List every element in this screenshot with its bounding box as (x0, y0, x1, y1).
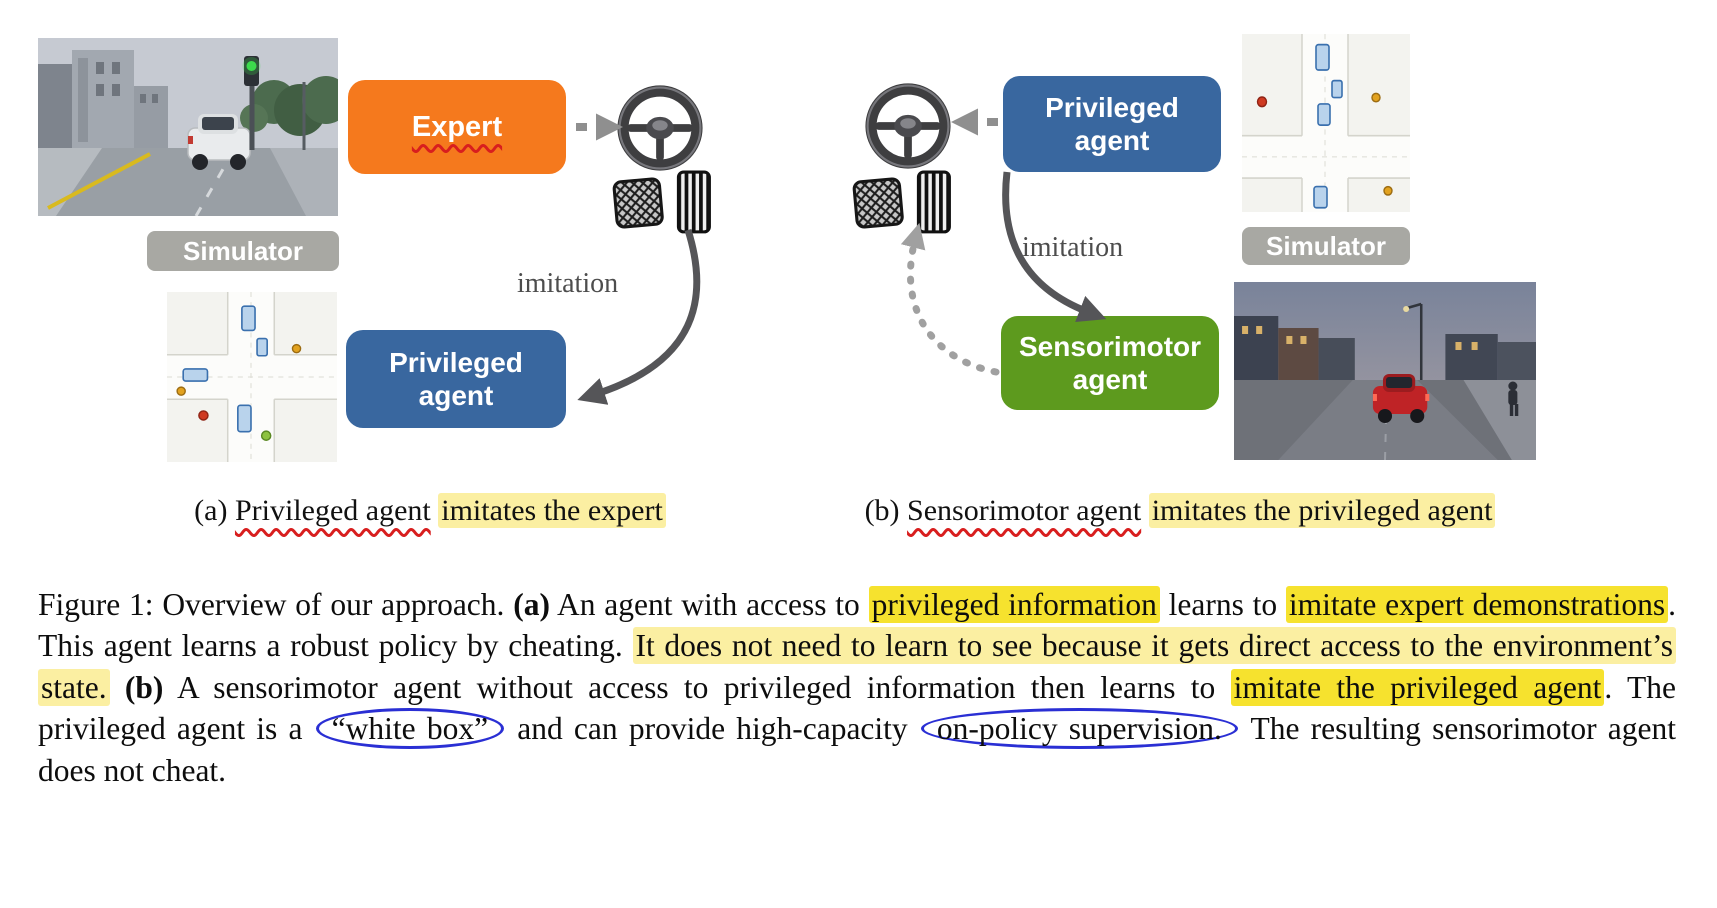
brake-pedal-icon (612, 177, 664, 229)
expert-label: Expert (411, 110, 503, 143)
steering-wheel-icon (865, 83, 951, 169)
steering-wheel-icon (617, 85, 703, 171)
camera-scene-image-b (1234, 282, 1536, 460)
simulator-label-text: Simulator (183, 235, 303, 266)
caption-marker-a: (a) (513, 586, 550, 622)
subcaption-a-highlight: imitates the expert (438, 493, 666, 528)
simulator-scene-image-a (38, 38, 338, 216)
simulator-label-text: Simulator (1266, 230, 1386, 261)
privileged-agent-label-b: Privileged agent (1045, 91, 1179, 156)
caption-segment (110, 670, 125, 705)
caption-segment: and can provide high-capacity (506, 711, 919, 746)
subcaption-a-subject: Privileged agent (234, 494, 431, 527)
simulator-map-image-a (167, 292, 337, 462)
caption-segment: . This agent learns a robust policy by c… (38, 586, 1677, 664)
subcaption-b-highlight: imitates the privileged agent (1148, 493, 1496, 528)
sensorimotor-agent-box: Sensorimotor agent (1001, 316, 1219, 410)
subcaption-b-prefix: (b) (864, 494, 908, 527)
highlighted-text: imitate the privileged agent (1230, 668, 1605, 706)
simulator-label-b: Simulator (1242, 227, 1410, 265)
imitation-text-a: imitation (517, 268, 619, 299)
imitation-label-a: imitation (517, 268, 618, 300)
pedals-icon (612, 170, 711, 234)
expert-box: Expert (348, 80, 566, 174)
blue-circled-text: “white box” (315, 708, 505, 749)
simulator-label-a: Simulator (147, 231, 339, 271)
sensorimotor-to-pedals-arrow (900, 222, 1000, 376)
caption-segment: . The privileged agent is a (38, 669, 1677, 747)
subcaption-a: (a) Privileged agent imitates the expert (55, 493, 805, 528)
caption-segment: Figure 1: Overview of our approach. (38, 586, 514, 622)
caption-segment: A sensorimotor agent without access to p… (163, 669, 1231, 705)
brake-pedal-icon (852, 177, 904, 229)
figure-caption: Figure 1: Overview of our approach. (a) … (38, 584, 1677, 792)
accelerator-pedal-icon (676, 170, 711, 234)
caption-segment: An agent with access to (549, 586, 869, 622)
blue-circled-text: on-policy supervision. (920, 708, 1238, 749)
privileged-agent-box-a: Privileged agent (346, 330, 566, 428)
privileged-agent-label-a: Privileged agent (389, 346, 523, 411)
subcaption-a-prefix: (a) (194, 494, 235, 527)
imitation-text-b: imitation (1022, 232, 1124, 263)
sensorimotor-agent-label: Sensorimotor agent (1018, 330, 1202, 395)
subcaption-b-subject: Sensorimotor agent (907, 494, 1142, 527)
privileged-agent-box-b: Privileged agent (1003, 76, 1221, 172)
pedals-icon (852, 170, 951, 234)
accelerator-pedal-icon (916, 170, 951, 234)
imitation-label-b: imitation (1022, 232, 1123, 264)
subcaption-b: (b) Sensorimotor agent imitates the priv… (795, 493, 1565, 528)
highlighted-text: imitate expert demonstrations (1285, 585, 1669, 623)
imitation-arrow-a (577, 228, 701, 405)
caption-marker-b: (b) (124, 669, 164, 705)
caption-segment: learns to (1159, 586, 1286, 622)
highlighted-text: privileged information (868, 585, 1160, 623)
simulator-map-image-b (1242, 34, 1410, 212)
caption-segment: The resulting sensorimotor agent does no… (38, 711, 1676, 788)
